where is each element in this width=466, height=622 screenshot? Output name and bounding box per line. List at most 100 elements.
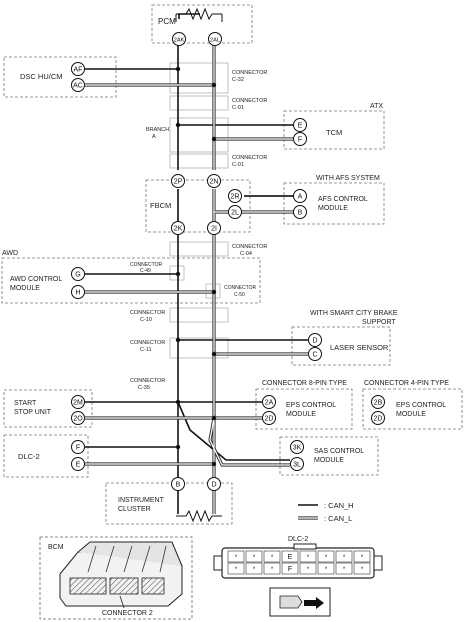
afs-label-2: MODULE <box>318 205 348 212</box>
svg-text:2R: 2R <box>231 194 240 201</box>
svg-text:F: F <box>76 445 80 452</box>
dlc2-cell-mark: * <box>271 555 274 561</box>
dsc-pin-ac: AC <box>71 78 85 92</box>
start-stop-pin-2m: 2M <box>71 395 85 409</box>
dsc-label: DSC HU/CM <box>20 72 63 81</box>
dlc2-cell-mark: * <box>307 555 310 561</box>
fbcm-pin-2k: 2K <box>171 221 185 235</box>
svg-text:3K: 3K <box>293 445 302 452</box>
c35-label-1: CONNECTOR <box>130 378 165 384</box>
awd-pin-h: H <box>71 285 85 299</box>
svg-text:3L: 3L <box>293 462 301 469</box>
dlc2-cell <box>263 550 281 563</box>
cluster-pin-d: D <box>207 477 221 491</box>
tcm-pin-f: F <box>293 132 307 146</box>
instrument-cluster-box <box>105 482 233 525</box>
svg-text:2K: 2K <box>174 226 183 233</box>
svg-text:H: H <box>75 290 80 297</box>
sas-pin-3l: 3L <box>290 457 304 471</box>
atx-label: ATX <box>370 103 383 110</box>
tcm-label: TCM <box>326 128 342 137</box>
dlc2-cell-mark: * <box>325 555 328 561</box>
dsc-pin-af: AF <box>71 62 85 76</box>
dlc2-cell-mark: * <box>271 567 274 573</box>
dsc-box <box>3 56 117 98</box>
dlc2-cell <box>317 562 335 575</box>
legend: : CAN_H : CAN_L <box>298 501 354 523</box>
svg-text:D: D <box>312 338 317 345</box>
dlc2-cell <box>227 562 245 575</box>
c01b-label-1: CONNECTOR <box>232 155 267 161</box>
svg-text:D: D <box>211 482 216 489</box>
connector-c11-box <box>169 337 229 359</box>
dlc2-cell <box>281 550 299 563</box>
dlc2-cell-mark: * <box>235 567 238 573</box>
svg-text:2AK: 2AK <box>174 38 185 44</box>
dlc2-cell-mark: * <box>235 555 238 561</box>
fbcm-pin-2p: 2P <box>171 174 185 188</box>
dlc2-cell-mark: * <box>343 555 346 561</box>
awd-module-label-2: MODULE <box>10 285 40 292</box>
fbcm-pin-2r: 2R <box>228 189 242 203</box>
tcm-pin-e: E <box>293 118 307 132</box>
c10-label-2: C-10 <box>140 317 152 323</box>
dlc2-title: DLC-2 <box>288 536 308 543</box>
svg-text:A: A <box>298 194 303 201</box>
svg-text:2A: 2A <box>265 400 274 407</box>
eps4-pin-2b: 2B <box>371 395 385 409</box>
dlc2-cell <box>353 550 371 563</box>
cluster-label-2: CLUSTER <box>118 506 151 513</box>
svg-text:2M: 2M <box>73 400 83 407</box>
svg-text:2L: 2L <box>231 210 239 217</box>
c49-label-2: C-49 <box>140 268 151 274</box>
svg-text:G: G <box>75 272 80 279</box>
afs-label-1: AFS CONTROL <box>318 196 368 203</box>
eps-8pin-label-2: MODULE <box>286 411 316 418</box>
fbcm-label: FBCM <box>150 201 171 210</box>
svg-text:2D: 2D <box>265 416 274 423</box>
branch-label-1: BRANCH <box>146 127 169 133</box>
dlc2-cell-mark: * <box>307 567 310 573</box>
sas-pin-3k: 3K <box>290 440 304 454</box>
dlc2-cell <box>353 562 371 575</box>
laser-label: LASER SENSOR <box>330 343 389 352</box>
scb-label-1: WITH SMART CITY BRAKE <box>310 310 398 317</box>
pcm-label: PCM <box>158 17 176 26</box>
fbcm-pin-2l: 2L <box>228 205 242 219</box>
dlc-pin-f: F <box>71 440 85 454</box>
c01b-label-2: C-01 <box>232 162 244 168</box>
svg-text:2I: 2I <box>211 226 217 233</box>
dlc2-cell <box>245 562 263 575</box>
c04-label-2: C-04 <box>240 251 252 257</box>
dlc-pin-e: E <box>71 457 85 471</box>
connector-c01-upper-box <box>169 95 229 111</box>
fbcm-pin-2i: 2I <box>207 221 221 235</box>
dlc2-connector-illustration: DLC-2 ***E*******F**** <box>213 536 383 617</box>
c11-label-2: C-11 <box>140 347 152 353</box>
svg-text:B: B <box>176 482 181 489</box>
connector-4pin-label: CONNECTOR 4-PIN TYPE <box>364 380 449 387</box>
eps-4pin-label-1: EPS CONTROL <box>396 402 446 409</box>
connector-c10-box <box>169 307 229 323</box>
svg-text:2N: 2N <box>210 179 219 186</box>
eps8-pin-2a: 2A <box>262 395 276 409</box>
cluster-termination-resistor <box>176 509 222 523</box>
laser-pin-c: C <box>308 347 322 361</box>
connector-c49-box <box>169 265 185 281</box>
svg-text:AF: AF <box>74 67 83 74</box>
cluster-pin-b: B <box>171 477 185 491</box>
svg-text:2AL: 2AL <box>210 38 220 44</box>
c49-label-1: CONNECTOR <box>130 262 163 268</box>
eps8-pin-2d: 2D <box>262 411 276 425</box>
svg-text:2O: 2O <box>73 416 83 423</box>
dlc2-cell-mark: * <box>253 567 256 573</box>
start-stop-label-2: STOP UNIT <box>14 409 52 416</box>
afs-pin-a: A <box>293 189 307 203</box>
c04-label-1: CONNECTOR <box>232 244 267 250</box>
connector-c01-lower-box <box>169 153 229 169</box>
afs-system-box <box>283 182 385 225</box>
dlc2-cell-mark: * <box>325 567 328 573</box>
branch-a-box <box>169 117 229 153</box>
pcm-termination-resistor <box>175 7 223 22</box>
laser-pin-d: D <box>308 333 322 347</box>
